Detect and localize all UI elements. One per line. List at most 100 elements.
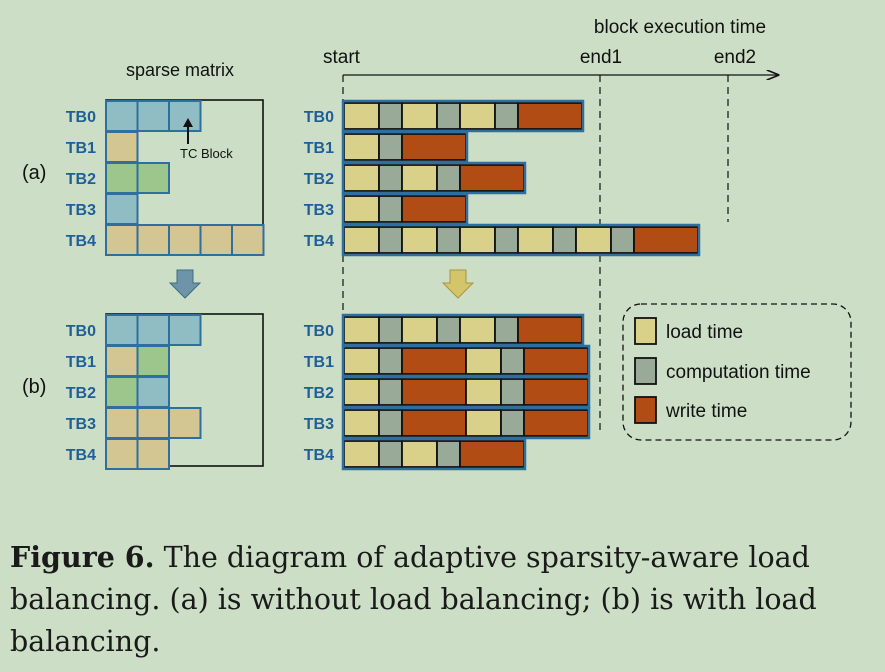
- load-segment: [343, 226, 380, 254]
- timeline-b: [341, 313, 591, 471]
- compute-segment: [436, 316, 461, 344]
- write-segment: [401, 133, 467, 161]
- write-segment: [633, 226, 699, 254]
- load-segment: [343, 378, 380, 406]
- timeline-b-tb1-label: TB1: [304, 354, 334, 371]
- legend-write-swatch: [634, 396, 657, 424]
- load-segment: [465, 409, 502, 437]
- tc-block-cell: [136, 438, 170, 470]
- timeline-transition-arrow: [441, 269, 475, 299]
- compute-segment: [500, 378, 525, 406]
- tc-block-cell: [168, 224, 202, 256]
- timeline-a-tb0-label: TB0: [304, 109, 334, 126]
- tc-block-cell: [168, 314, 202, 346]
- load-segment: [465, 378, 502, 406]
- tc-block-cell: [105, 224, 139, 256]
- compute-segment: [436, 102, 461, 130]
- load-segment: [343, 440, 380, 468]
- load-segment: [343, 102, 380, 130]
- compute-segment: [436, 440, 461, 468]
- end1-label: end1: [580, 47, 622, 68]
- matrix-transition-arrow: [168, 269, 202, 299]
- load-segment: [343, 409, 380, 437]
- timeline-b-tb4-label: TB4: [304, 447, 334, 464]
- tc-block-cell: [199, 224, 233, 256]
- load-segment: [343, 164, 380, 192]
- sparse-matrix-title: sparse matrix: [126, 60, 234, 80]
- load-segment: [459, 102, 496, 130]
- compute-segment: [378, 347, 403, 375]
- write-segment: [523, 409, 589, 437]
- tc-block-cell: [105, 131, 139, 163]
- timeline-a-tb2-label: TB2: [304, 171, 334, 188]
- compute-segment: [552, 226, 577, 254]
- compute-segment: [378, 133, 403, 161]
- load-segment: [465, 347, 502, 375]
- compute-segment: [500, 409, 525, 437]
- tc-block-cell: [136, 407, 170, 439]
- part-b-label: (b): [22, 376, 46, 398]
- legend-load-swatch: [634, 317, 657, 345]
- legend-load-label: load time: [666, 322, 743, 343]
- load-segment: [401, 102, 438, 130]
- load-segment: [343, 133, 380, 161]
- matrix-a-tb3-label: TB3: [66, 202, 96, 219]
- tc-block-cell: [168, 407, 202, 439]
- load-segment: [401, 440, 438, 468]
- load-segment: [459, 316, 496, 344]
- timeline-b-tb2-label: TB2: [304, 385, 334, 402]
- compute-segment: [500, 347, 525, 375]
- tc-block-cell: [105, 376, 139, 408]
- matrix-a-tb4-label: TB4: [66, 233, 96, 250]
- compute-segment: [436, 226, 461, 254]
- matrix-a-tb0-label: TB0: [66, 109, 96, 126]
- caption-text: The diagram of adaptive sparsity-aware l…: [10, 541, 817, 658]
- matrix-b-tb2-label: TB2: [66, 385, 96, 402]
- timeline-b-tb3-label: TB3: [304, 416, 334, 433]
- matrix-b-tb0-label: TB0: [66, 323, 96, 340]
- part-a-label: (a): [22, 162, 46, 184]
- tc-block-cell: [105, 162, 139, 194]
- load-segment: [343, 195, 380, 223]
- write-segment: [401, 195, 467, 223]
- write-segment: [459, 164, 525, 192]
- compute-segment: [494, 102, 519, 130]
- write-segment: [523, 378, 589, 406]
- caption-figure-label: Figure 6.: [10, 540, 155, 574]
- matrix-b-tb3-label: TB3: [66, 416, 96, 433]
- compute-segment: [378, 164, 403, 192]
- compute-segment: [378, 440, 403, 468]
- compute-segment: [378, 409, 403, 437]
- tc-block-cell: [136, 100, 170, 132]
- tc-block-cell: [105, 345, 139, 377]
- compute-segment: [378, 195, 403, 223]
- matrix-cells-a: [105, 100, 265, 256]
- timeline-a: [341, 99, 701, 257]
- write-segment: [459, 440, 525, 468]
- matrix-a-tb1-label: TB1: [66, 140, 96, 157]
- tc-block-cell: [231, 224, 265, 256]
- compute-segment: [378, 378, 403, 406]
- write-segment: [517, 102, 583, 130]
- block-execution-time-title: block execution time: [594, 17, 766, 38]
- tc-block-cell: [136, 345, 170, 377]
- legend-compute-label: computation time: [666, 362, 811, 383]
- tc-block-cell: [136, 162, 170, 194]
- tc-block-label: TC Block: [180, 146, 233, 161]
- write-segment: [401, 378, 467, 406]
- compute-segment: [378, 102, 403, 130]
- load-segment: [401, 164, 438, 192]
- compute-segment: [378, 226, 403, 254]
- tc-block-cell: [105, 193, 139, 225]
- compute-segment: [436, 164, 461, 192]
- tc-block-cell: [136, 376, 170, 408]
- write-segment: [517, 316, 583, 344]
- figure-caption: Figure 6. The diagram of adaptive sparsi…: [10, 536, 878, 663]
- load-segment: [401, 316, 438, 344]
- load-segment: [517, 226, 554, 254]
- load-segment: [575, 226, 612, 254]
